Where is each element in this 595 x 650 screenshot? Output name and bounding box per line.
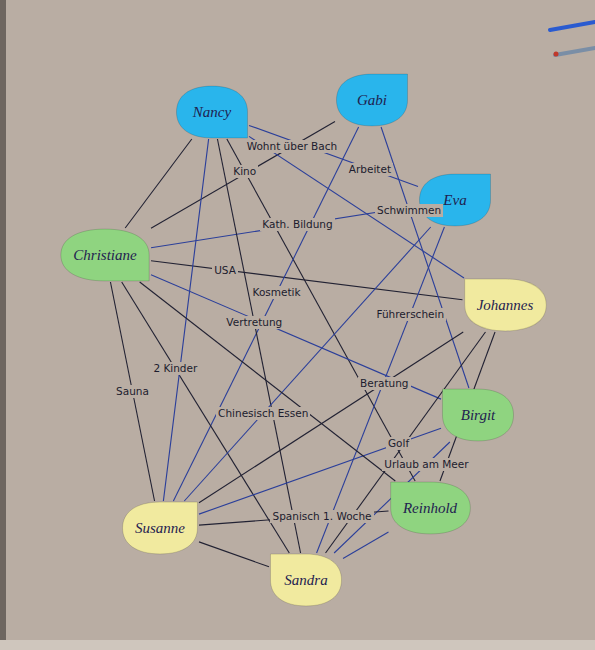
edge-label: Spanisch 1. Woche <box>270 510 373 523</box>
leaf-outline <box>123 502 198 554</box>
edge-label: USA <box>212 264 238 277</box>
leaf-outline <box>464 279 546 331</box>
relation-line <box>151 275 441 399</box>
edge-label: Kosmetik <box>251 286 303 299</box>
relation-line <box>110 282 154 501</box>
edge-label: Kino <box>231 165 258 178</box>
leaf-outline <box>61 229 149 281</box>
edge-label: Schwimmen <box>375 204 443 217</box>
relation-line <box>173 127 358 501</box>
edge-label: Sauna <box>114 385 151 398</box>
sticky-note: Johannes <box>463 278 548 332</box>
relation-line <box>381 127 469 388</box>
edge-label: 2 Kinder <box>151 362 199 375</box>
person-name: Johannes <box>477 297 534 314</box>
edge-label: Chinesisch Essen <box>216 407 310 420</box>
person-name: Eva <box>443 192 466 209</box>
edge-label: Beratung <box>358 377 411 390</box>
person-name: Nancy <box>193 104 231 121</box>
edge-label: Kath. Bildung <box>260 218 334 231</box>
sticky-note: Nancy <box>175 85 249 139</box>
sticky-note: Reinhold <box>389 481 472 535</box>
sticky-note: Christiane <box>59 228 151 282</box>
relation-line <box>199 542 269 567</box>
person-name: Susanne <box>135 520 185 537</box>
edge-label: Vertretung <box>224 316 284 329</box>
relation-line <box>217 139 300 553</box>
leaf-outline <box>390 482 470 534</box>
person-name: Reinhold <box>403 500 457 517</box>
person-name: Birgit <box>461 407 495 424</box>
leaf-outline <box>176 86 247 138</box>
sticky-note: Birgit <box>441 388 515 442</box>
relation-line <box>151 261 463 300</box>
relation-line <box>343 532 389 558</box>
person-name: Sandra <box>284 572 327 589</box>
relation-line <box>163 139 208 501</box>
edge-label: Wohnt über Bach <box>245 140 339 153</box>
paper-edge <box>0 640 595 650</box>
person-name: Gabi <box>357 92 387 109</box>
table-edge <box>0 0 6 650</box>
relation-line <box>140 282 396 481</box>
relation-line <box>125 139 192 228</box>
sticky-note: Susanne <box>121 501 199 555</box>
edge-label: Führerschein <box>375 308 447 321</box>
leaf-outline <box>270 554 341 606</box>
pen <box>555 48 595 55</box>
person-name: Christiane <box>73 247 136 264</box>
pen <box>550 22 595 30</box>
sticky-note: Gabi <box>335 73 409 127</box>
relation-line <box>249 136 464 278</box>
leaf-outline <box>336 74 407 126</box>
leaf-outline <box>419 174 490 226</box>
edge-label: Golf <box>386 437 411 450</box>
leaf-outline <box>442 389 513 441</box>
pen-tip <box>554 52 559 57</box>
edge-label: Arbeitet <box>347 163 393 176</box>
sticky-note: Eva <box>418 173 492 227</box>
edge-label: Urlaub am Meer <box>382 458 470 471</box>
sticky-note: Sandra <box>269 553 343 607</box>
